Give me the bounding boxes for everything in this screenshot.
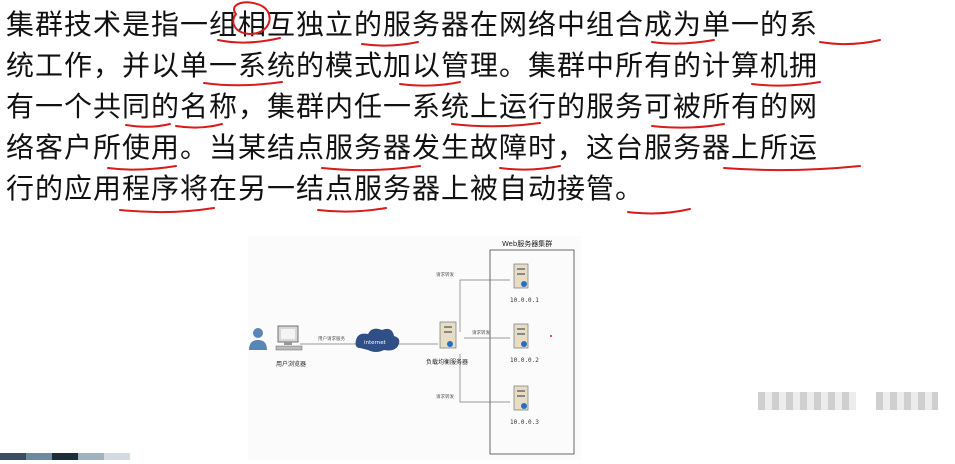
computer-icon — [275, 325, 303, 351]
server-icon-3 — [513, 385, 529, 411]
forward-label-3: 请求转发 — [436, 393, 454, 400]
paragraph-line-5: 行的应用程序将在另一结点服务器上被自动接管。 — [6, 172, 645, 205]
server-ip-2: 10.0.0.2 — [510, 357, 539, 364]
forward-label-2: 请求转发 — [472, 329, 490, 336]
blurred-region-1 — [758, 392, 856, 410]
user-request-label: 用户请求服务 — [318, 335, 345, 342]
cluster-box — [489, 249, 575, 455]
paragraph-line-4: 络客户所使用。当某结点服务器发生故障时，这台服务器上所运 — [6, 131, 819, 164]
underline-5c — [627, 208, 691, 215]
diagram-svg: Web服务器集群 用户请求服务 请求转发 请求转发 请求转发 用户浏览器 — [249, 239, 575, 455]
load-balancer-server-icon — [439, 321, 457, 349]
line-lb-server1 — [459, 279, 510, 332]
server-icon-2 — [513, 323, 529, 349]
server-ip-3: 10.0.0.3 — [510, 419, 539, 426]
cluster-title: Web服务器集群 — [502, 239, 552, 248]
paragraph-line-3: 有一个共同的名称，集群内任一系统上运行的服务可被所有的网 — [6, 90, 819, 123]
paragraph-line-1: 集群技术是指一组相互独立的服务器在网络中组合成为单一的系 — [6, 8, 819, 41]
user-browser-label: 用户浏览器 — [276, 360, 306, 368]
main-paragraph: 集群技术是指一组相互独立的服务器在网络中组合成为单一的系 统工作，并以单一系统的… — [6, 4, 950, 209]
blurred-region-2 — [876, 392, 938, 410]
server-icon-1 — [513, 263, 529, 289]
load-balancer-label: 负载均衡服务器 — [426, 358, 468, 366]
red-dot-mark — [550, 335, 552, 337]
forward-label-1: 请求转发 — [436, 271, 454, 278]
taskbar-sliver — [0, 453, 130, 460]
cloud-label: internet — [364, 340, 387, 346]
user-icon — [249, 328, 267, 350]
internet-cloud-icon: internet — [355, 328, 400, 352]
server-ip-1: 10.0.0.1 — [510, 297, 539, 304]
line-lb-server3 — [459, 354, 510, 403]
web-cluster-diagram: Web服务器集群 用户请求服务 请求转发 请求转发 请求转发 用户浏览器 — [248, 236, 581, 460]
paragraph-line-2: 统工作，并以单一系统的模式加以管理。集群中所有的计算机拥 — [6, 49, 819, 82]
